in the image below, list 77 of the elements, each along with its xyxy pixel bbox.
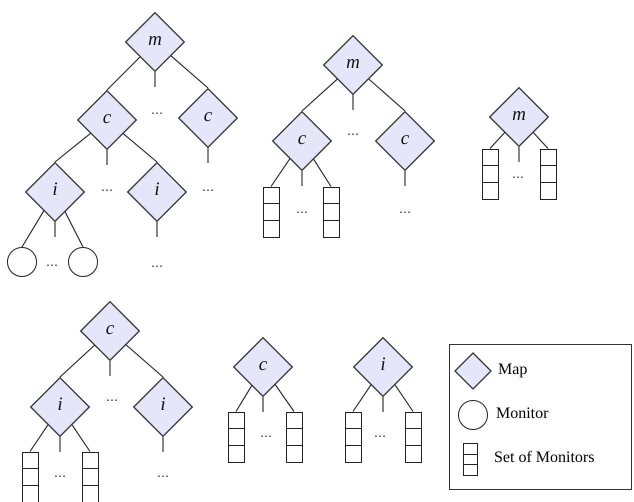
ellipsis: ⋯: [296, 206, 308, 218]
stub-line: [59, 437, 61, 452]
connector-line: [368, 78, 406, 112]
connector-line: [236, 385, 252, 412]
stub-line: [154, 72, 156, 87]
map-diamond: c: [77, 90, 137, 150]
ellipsis: ⋯: [151, 107, 163, 119]
connector-line: [302, 78, 338, 112]
monitor-stack: [262, 186, 280, 238]
ellipsis: ⋯: [374, 430, 386, 442]
stub-line: [54, 222, 56, 237]
connector-line: [270, 158, 290, 187]
connector-line: [274, 384, 294, 412]
connector-line: [60, 345, 95, 378]
stub-line: [109, 361, 111, 376]
map-diamond: i: [25, 162, 85, 222]
connector-line: [54, 132, 91, 162]
connector-line: [106, 56, 140, 90]
ellipsis: ⋯: [157, 470, 169, 482]
connector-line: [170, 55, 208, 88]
ellipsis: ⋯: [202, 184, 214, 196]
ellipsis: ⋯: [399, 206, 411, 218]
ellipsis: ⋯: [106, 394, 118, 406]
connector-line: [122, 133, 158, 162]
stub-line: [262, 397, 264, 412]
monitor-stack: [540, 148, 556, 200]
monitor-stack: [344, 412, 362, 462]
connector-line: [30, 424, 48, 452]
monitor-circle: [68, 247, 98, 277]
monitor-stack: [404, 412, 422, 462]
map-diamond: i: [127, 162, 187, 222]
stub-line: [301, 171, 303, 186]
monitor-circle: [7, 247, 37, 277]
legend-label: Set of Monitors: [494, 449, 594, 467]
connector-line: [313, 159, 332, 187]
ellipsis: ⋯: [151, 260, 163, 272]
ellipsis: ⋯: [101, 184, 113, 196]
monitor-stack: [22, 452, 38, 502]
monitor-stack: [82, 452, 98, 502]
map-diamond: i: [353, 337, 413, 397]
connector-line: [64, 212, 84, 248]
legend-label: Map: [498, 361, 528, 379]
monitor-stack: [228, 412, 244, 462]
monitor-stack: [322, 186, 340, 238]
connector-line: [533, 132, 548, 149]
connector-line: [352, 384, 372, 412]
ellipsis: ⋯: [347, 128, 359, 140]
stub-line: [207, 148, 209, 163]
ellipsis: ⋯: [512, 171, 524, 183]
map-diamond: i: [30, 377, 90, 437]
map-diamond: c: [375, 111, 435, 171]
map-diamond: c: [272, 111, 332, 171]
map-diamond: c: [233, 337, 293, 397]
ellipsis: ⋯: [54, 470, 66, 482]
stub-line: [518, 147, 520, 162]
connector-line: [22, 210, 44, 248]
stub-line: [352, 95, 354, 110]
ellipsis: ⋯: [46, 259, 58, 271]
stub-line: [106, 150, 108, 165]
map-diamond: i: [133, 377, 193, 437]
map-diamond: m: [323, 35, 383, 95]
stub-line: [156, 222, 158, 237]
monitor-stack: [286, 412, 302, 462]
connector-line: [72, 424, 90, 452]
legend-label: Monitor: [496, 405, 548, 423]
connector-line: [490, 132, 505, 149]
monitor-stack: [482, 148, 498, 200]
map-diamond: c: [178, 88, 238, 148]
connector-line: [126, 344, 164, 378]
stub-line: [162, 437, 164, 452]
map-diamond: c: [80, 301, 140, 361]
ellipsis: ⋯: [260, 430, 272, 442]
map-diamond: m: [489, 87, 549, 147]
connector-line: [394, 384, 414, 412]
stub-line: [404, 171, 406, 186]
map-diamond: m: [125, 12, 185, 72]
stub-line: [382, 397, 384, 412]
